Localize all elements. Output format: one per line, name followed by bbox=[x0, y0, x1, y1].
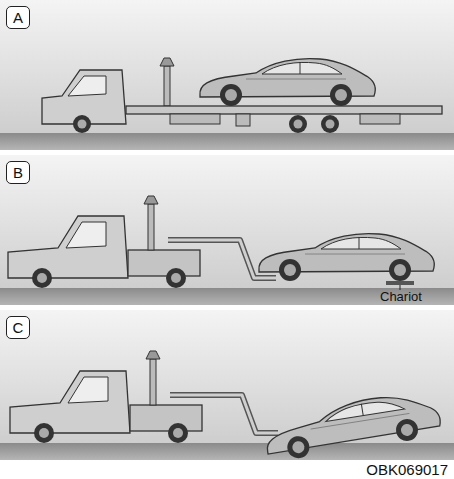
panel-letter: A bbox=[13, 10, 23, 25]
panel-letter: B bbox=[13, 165, 23, 180]
panel-letter: C bbox=[13, 320, 24, 335]
panel-letter-box: B bbox=[6, 161, 30, 184]
figure-code: OBK069017 bbox=[366, 462, 448, 479]
panel-letter-box: C bbox=[6, 316, 30, 339]
panel-letter-box: A bbox=[6, 6, 30, 29]
part-label: Chariot bbox=[380, 290, 422, 304]
